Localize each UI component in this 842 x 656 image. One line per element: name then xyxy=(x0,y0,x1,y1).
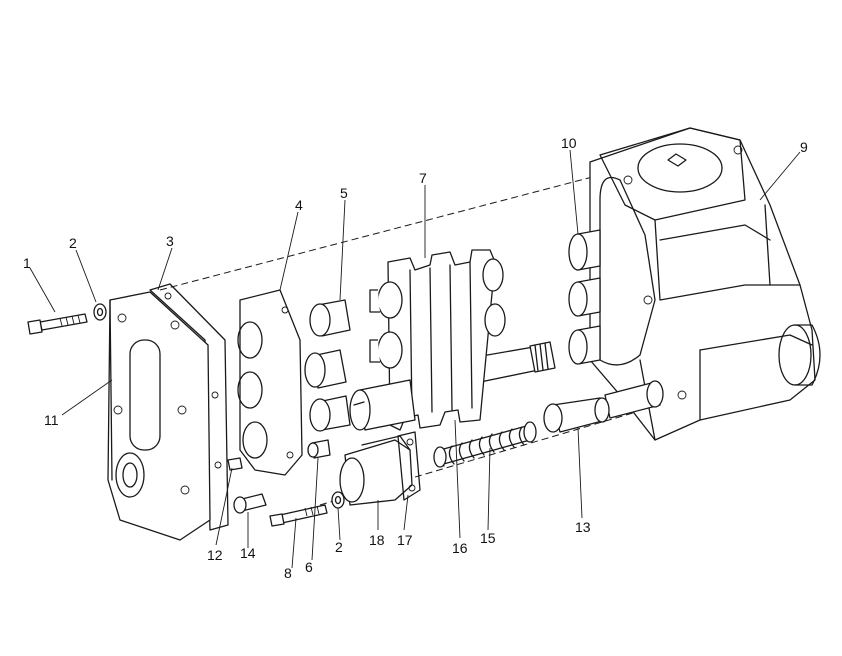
leader-lines xyxy=(29,149,801,569)
callout-6: 6 xyxy=(305,559,313,575)
callout-7: 7 xyxy=(419,170,427,186)
plug xyxy=(233,493,267,514)
valve-cover-gasket xyxy=(397,431,421,501)
callout-4: 4 xyxy=(295,197,303,213)
cover-gasket xyxy=(149,283,229,531)
valve-cover xyxy=(339,435,413,506)
driven-gear xyxy=(349,379,416,431)
callout-labels: 1 2 3 4 5 7 10 9 11 12 14 8 6 2 18 17 16… xyxy=(23,135,808,581)
callout-2-upper: 2 xyxy=(69,235,77,251)
callout-1: 1 xyxy=(23,255,31,271)
end-cover xyxy=(107,291,211,541)
washer-upper xyxy=(93,303,107,321)
relief-valve-spool xyxy=(543,380,664,433)
callout-11: 11 xyxy=(44,412,59,428)
callout-14: 14 xyxy=(240,545,256,561)
housing-bushings xyxy=(568,229,601,365)
callout-15: 15 xyxy=(480,530,496,546)
callout-10: 10 xyxy=(561,135,577,151)
gear-bushings xyxy=(304,299,351,432)
callout-3: 3 xyxy=(166,233,174,249)
callout-13: 13 xyxy=(575,519,591,535)
bolt-8 xyxy=(269,504,328,527)
callout-17: 17 xyxy=(397,532,413,548)
callout-18: 18 xyxy=(369,532,385,548)
callout-9: 9 xyxy=(800,139,808,155)
gear-plate xyxy=(237,289,303,476)
callout-8: 8 xyxy=(284,565,292,581)
locating-pin xyxy=(227,457,243,471)
callout-5: 5 xyxy=(340,185,348,201)
washer-lower xyxy=(331,491,345,509)
drive-gear xyxy=(369,249,556,431)
dowel-pin xyxy=(307,439,331,459)
callout-12: 12 xyxy=(207,547,223,563)
relief-spring xyxy=(433,421,537,468)
bolt-1 xyxy=(27,313,88,335)
callout-16: 16 xyxy=(452,540,468,556)
callout-2-lower: 2 xyxy=(335,539,343,555)
